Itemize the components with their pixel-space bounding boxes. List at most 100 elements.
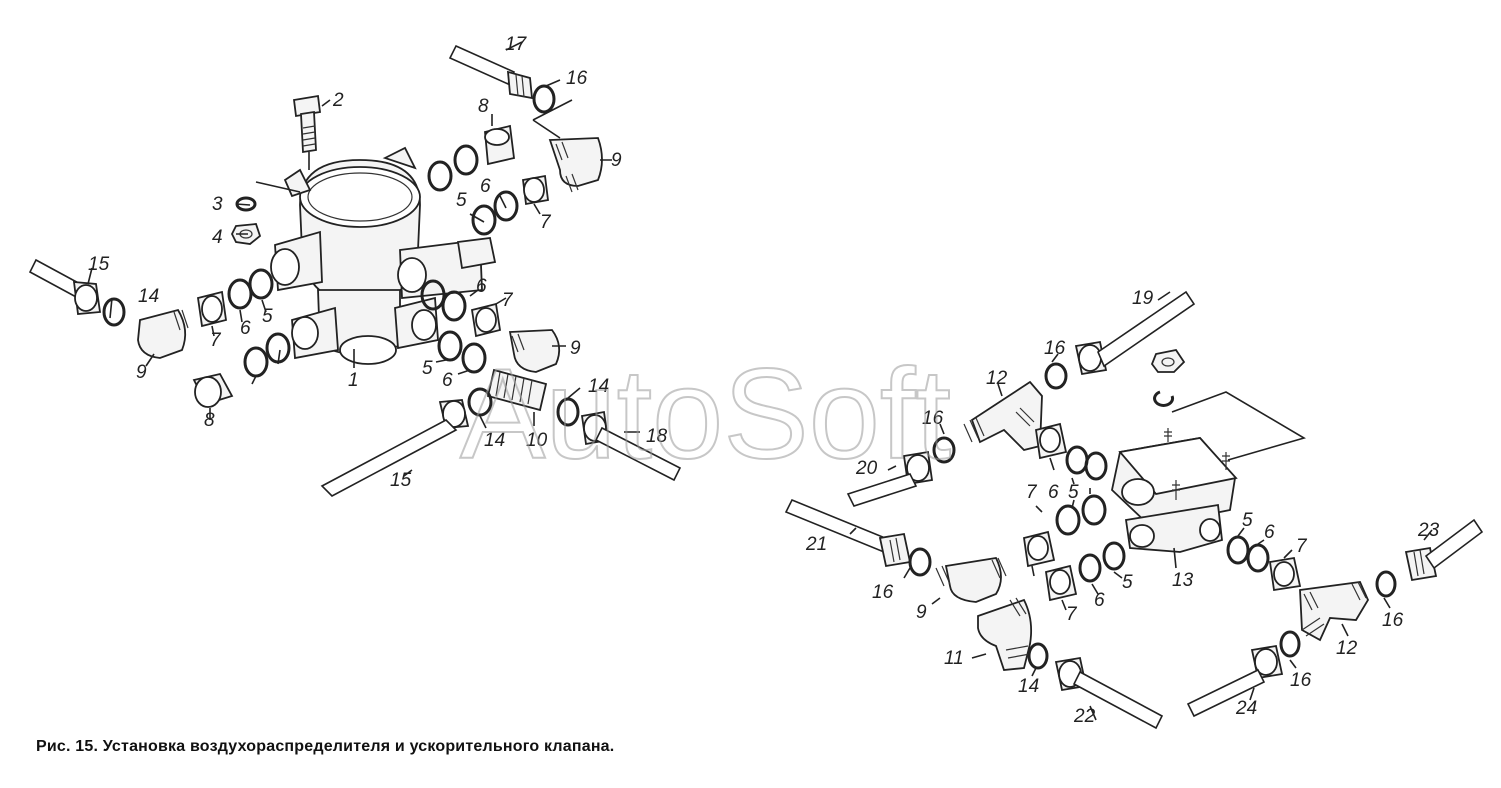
pipe <box>1186 644 1284 718</box>
sealing-ring <box>1044 362 1068 390</box>
tee-fitting <box>963 380 1043 451</box>
sealing-ring <box>1027 642 1049 670</box>
callout-6: 6 <box>480 176 491 197</box>
callout-23: 23 <box>1417 520 1440 541</box>
union-fitting <box>470 302 502 338</box>
callout-20: 20 <box>855 458 878 479</box>
callout-21: 21 <box>805 534 827 555</box>
sealing-ring <box>1078 553 1102 583</box>
plug <box>484 124 515 166</box>
figure-caption: Рис. 15. Установка воздухораспределителя… <box>36 738 615 755</box>
sealing-ring <box>932 436 956 464</box>
sealing-ring <box>265 332 291 364</box>
callout-6: 6 <box>240 318 251 339</box>
elbow-fitting <box>508 329 561 373</box>
sealing-ring <box>243 346 269 378</box>
sealing-ring <box>1081 494 1107 526</box>
callout-8: 8 <box>204 410 215 431</box>
bolt <box>292 94 322 170</box>
callout-9: 9 <box>916 602 927 623</box>
callout-16: 16 <box>922 408 944 429</box>
callout-12: 12 <box>986 368 1008 389</box>
sealing-ring <box>453 144 479 176</box>
sealing-ring <box>1279 630 1301 658</box>
callout-22: 22 <box>1073 706 1096 727</box>
callout-7: 7 <box>1026 482 1038 503</box>
distributor-body <box>270 146 497 365</box>
callout-17: 17 <box>505 34 528 55</box>
sealing-ring <box>1246 543 1270 573</box>
callout-7: 7 <box>540 212 552 233</box>
callout-5: 5 <box>422 358 433 379</box>
callout-16: 16 <box>566 68 588 89</box>
elbow-fitting <box>137 308 189 359</box>
callout-5: 5 <box>1122 572 1133 593</box>
union-fitting <box>1044 564 1078 602</box>
watermark: AutoSoft <box>460 343 951 486</box>
elbow-fitting <box>977 597 1033 671</box>
union-fitting <box>522 174 549 206</box>
pipe <box>580 410 682 482</box>
pipe <box>320 399 470 497</box>
union-fitting <box>1022 530 1056 568</box>
callout-10: 10 <box>526 430 548 451</box>
callout-3: 3 <box>212 194 223 215</box>
pipe <box>448 44 534 100</box>
callout-7: 7 <box>502 290 514 311</box>
pipe <box>784 498 912 568</box>
callout-15: 15 <box>390 470 412 491</box>
relay-valve-assembly: 19 16 12 16 20 7 6 5 5 6 7 13 21 16 9 7 … <box>784 288 1484 730</box>
sealing-ring <box>532 84 556 114</box>
sealing-ring <box>441 290 467 322</box>
callout-6: 6 <box>1264 522 1275 543</box>
callout-8: 8 <box>478 96 489 117</box>
callout-16: 16 <box>1382 610 1404 631</box>
callout-6: 6 <box>1094 590 1105 611</box>
elbow-fitting <box>548 137 603 193</box>
union-fitting <box>196 290 228 328</box>
union-fitting <box>1034 422 1068 460</box>
callout-12: 12 <box>1336 638 1358 659</box>
sealing-ring <box>467 387 493 417</box>
callout-6: 6 <box>442 370 453 391</box>
callout-14: 14 <box>1018 676 1039 697</box>
sealing-ring <box>1065 445 1089 475</box>
pipe <box>1074 290 1196 376</box>
nut <box>1150 348 1186 373</box>
sealing-ring <box>1102 541 1126 571</box>
callout-7: 7 <box>1296 536 1308 557</box>
sealing-ring <box>227 278 253 310</box>
sealing-ring <box>908 547 932 577</box>
callout-2: 2 <box>332 90 344 111</box>
tee-fitting <box>1299 581 1370 642</box>
retaining-clip <box>1153 390 1175 407</box>
callout-11: 11 <box>944 648 964 669</box>
callout-19: 19 <box>1132 288 1154 309</box>
sealing-ring <box>1375 570 1397 598</box>
sealing-ring <box>471 204 497 236</box>
callout-13: 13 <box>1172 570 1194 591</box>
sealing-ring <box>556 397 580 427</box>
callout-15: 15 <box>88 254 110 275</box>
callout-16: 16 <box>872 582 894 603</box>
pipe <box>28 258 102 315</box>
sealing-ring <box>493 190 519 222</box>
callout-14: 14 <box>484 430 505 451</box>
sealing-ring <box>427 160 453 192</box>
sealing-ring <box>1055 504 1081 536</box>
callout-5: 5 <box>1068 482 1079 503</box>
sealing-ring <box>420 279 446 311</box>
callout-7: 7 <box>210 330 222 351</box>
callout-18: 18 <box>646 426 668 447</box>
sealing-ring <box>1226 535 1250 565</box>
callout-16: 16 <box>1290 670 1312 691</box>
sealing-ring <box>1084 451 1108 481</box>
callout-4: 4 <box>212 227 223 248</box>
sealing-ring <box>461 342 487 374</box>
sealing-ring <box>248 268 274 300</box>
callout-9: 9 <box>611 150 622 171</box>
plug <box>192 372 234 408</box>
callout-9: 9 <box>570 338 581 359</box>
callout-14: 14 <box>138 286 159 307</box>
